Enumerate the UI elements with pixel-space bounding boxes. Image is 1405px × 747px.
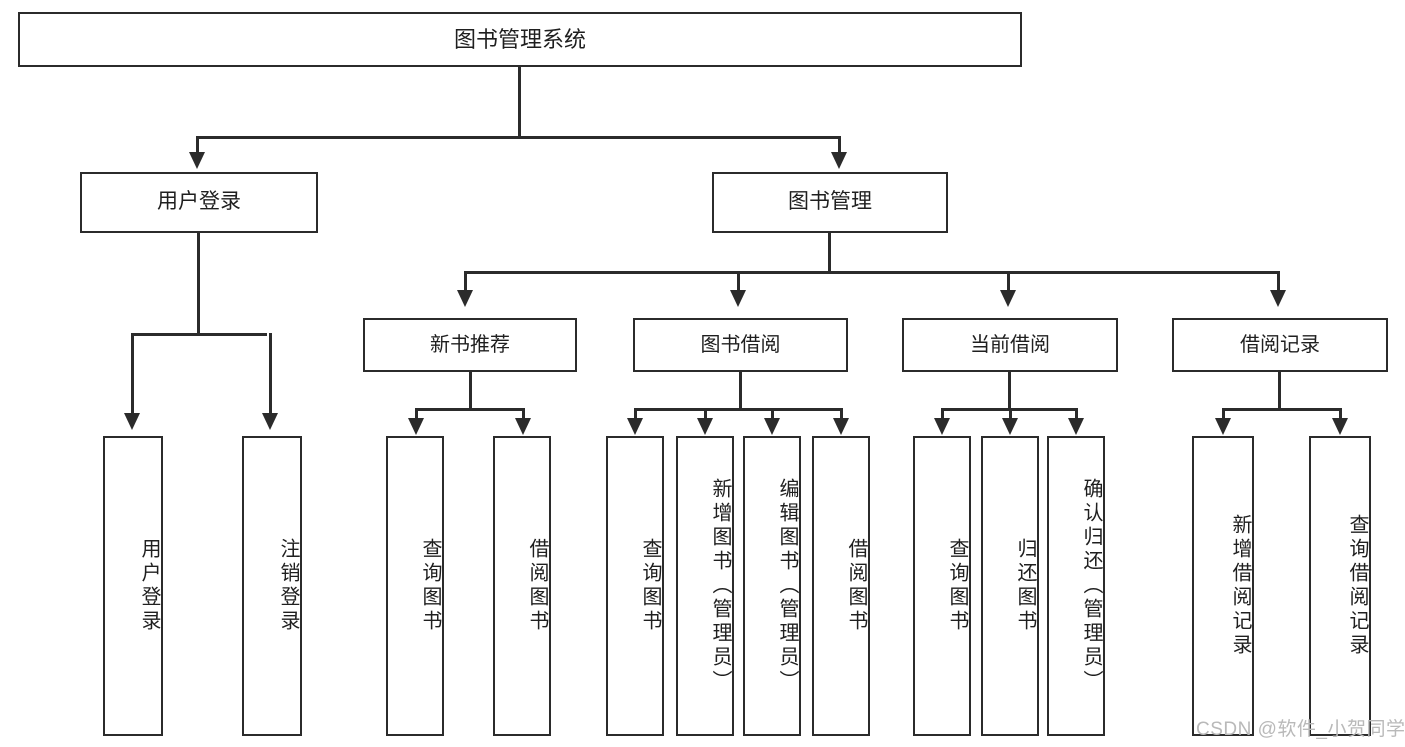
connector-bm-to-new-book-rec bbox=[464, 271, 467, 293]
connector-user-login-to-leaf1 bbox=[131, 333, 134, 415]
node-current-borrow-label: 当前借阅 bbox=[970, 333, 1050, 356]
connector-book-borrow-bar bbox=[634, 408, 843, 411]
arrowhead-user-login-to-leaf1 bbox=[124, 413, 140, 430]
node-root-label: 图书管理系统 bbox=[453, 26, 586, 52]
arrowhead-bm-to-borrow-record bbox=[1270, 290, 1286, 307]
node-leaf-borrow-book-2[interactable]: 借阅图书 bbox=[812, 436, 870, 736]
arrowhead-bm-to-current-borrow bbox=[1000, 290, 1016, 307]
node-leaf-query-book-2[interactable]: 查询图书 bbox=[606, 436, 664, 736]
node-leaf-user-login[interactable]: 用户登录 bbox=[103, 436, 163, 736]
node-leaf-logout-login-label: 注销登录 bbox=[277, 538, 299, 634]
node-leaf-query-book-1-label: 查询图书 bbox=[419, 538, 441, 634]
connector-new-book-rec-bar bbox=[415, 408, 525, 411]
connector-current-borrow-stem bbox=[1008, 372, 1011, 410]
connector-borrow-record-stem bbox=[1278, 372, 1281, 410]
node-new-book-rec-label: 新书推荐 bbox=[430, 333, 510, 356]
arrowhead-root-to-book-manage bbox=[831, 152, 847, 169]
connector-br-to-leaf2 bbox=[1339, 408, 1342, 420]
node-leaf-borrow-book-1[interactable]: 借阅图书 bbox=[493, 436, 551, 736]
connector-bm-to-book-borrow bbox=[737, 271, 740, 293]
node-leaf-query-book-1[interactable]: 查询图书 bbox=[386, 436, 444, 736]
connector-user-login-bar bbox=[131, 333, 267, 336]
arrowhead-bm-to-new-book-rec bbox=[457, 290, 473, 307]
node-leaf-query-book-3[interactable]: 查询图书 bbox=[913, 436, 971, 736]
node-leaf-query-borrow-record-label: 查询借阅记录 bbox=[1346, 514, 1368, 658]
node-leaf-add-borrow-record-label: 新增借阅记录 bbox=[1229, 514, 1251, 658]
arrowhead-bb-to-leaf1 bbox=[627, 418, 643, 435]
arrowhead-br-to-leaf2 bbox=[1332, 418, 1348, 435]
connector-root-stem bbox=[518, 67, 521, 138]
connector-new-book-rec-stem bbox=[469, 372, 472, 410]
node-borrow-record[interactable]: 借阅记录 bbox=[1172, 318, 1388, 372]
node-leaf-edit-book-admin[interactable]: 编辑图书（管理员） bbox=[743, 436, 801, 736]
node-book-manage-label: 图书管理 bbox=[788, 190, 872, 214]
node-leaf-edit-book-admin-label: 编辑图书（管理员） bbox=[776, 478, 798, 694]
connector-book-borrow-stem bbox=[739, 372, 742, 410]
node-book-borrow[interactable]: 图书借阅 bbox=[633, 318, 848, 372]
node-leaf-borrow-book-1-label: 借阅图书 bbox=[526, 538, 548, 634]
node-root[interactable]: 图书管理系统 bbox=[18, 12, 1022, 67]
connector-root-to-book-manage bbox=[838, 136, 841, 156]
node-book-borrow-label: 图书借阅 bbox=[700, 333, 781, 356]
connector-user-login-to-leaf2 bbox=[269, 333, 272, 415]
connector-book-manage-bar bbox=[464, 271, 1280, 274]
node-leaf-query-book-2-label: 查询图书 bbox=[639, 538, 661, 634]
node-leaf-add-book-admin-label: 新增图书（管理员） bbox=[709, 478, 731, 694]
connector-borrow-record-bar bbox=[1222, 408, 1342, 411]
connector-bm-to-current-borrow bbox=[1007, 271, 1010, 293]
arrowhead-cb-to-leaf2 bbox=[1002, 418, 1018, 435]
connector-user-login-stem bbox=[197, 233, 200, 335]
connector-cb-to-leaf3 bbox=[1075, 408, 1078, 420]
arrowhead-nbr-to-leaf2 bbox=[515, 418, 531, 435]
node-leaf-return-book[interactable]: 归还图书 bbox=[981, 436, 1039, 736]
connector-bm-to-borrow-record bbox=[1277, 271, 1280, 293]
node-user-login-label: 用户登录 bbox=[157, 190, 241, 214]
connector-root-to-user-login bbox=[196, 136, 199, 156]
arrowhead-root-to-user-login bbox=[189, 152, 205, 169]
connector-cb-to-leaf1 bbox=[941, 408, 944, 420]
node-leaf-add-borrow-record[interactable]: 新增借阅记录 bbox=[1192, 436, 1254, 736]
arrowhead-bb-to-leaf4 bbox=[833, 418, 849, 435]
node-leaf-add-book-admin[interactable]: 新增图书（管理员） bbox=[676, 436, 734, 736]
node-leaf-borrow-book-2-label: 借阅图书 bbox=[845, 538, 867, 634]
connector-bb-to-leaf2 bbox=[704, 408, 707, 420]
connector-br-to-leaf1 bbox=[1222, 408, 1225, 420]
node-borrow-record-label: 借阅记录 bbox=[1240, 333, 1320, 356]
connector-book-manage-stem bbox=[828, 233, 831, 273]
node-current-borrow[interactable]: 当前借阅 bbox=[902, 318, 1118, 372]
arrowhead-user-login-to-leaf2 bbox=[262, 413, 278, 430]
arrowhead-bb-to-leaf2 bbox=[697, 418, 713, 435]
connector-bb-to-leaf3 bbox=[771, 408, 774, 420]
connector-bb-to-leaf1 bbox=[634, 408, 637, 420]
arrowhead-bm-to-book-borrow bbox=[730, 290, 746, 307]
node-book-manage[interactable]: 图书管理 bbox=[712, 172, 948, 233]
connector-bb-to-leaf4 bbox=[840, 408, 843, 420]
node-leaf-query-borrow-record[interactable]: 查询借阅记录 bbox=[1309, 436, 1371, 736]
node-new-book-rec[interactable]: 新书推荐 bbox=[363, 318, 577, 372]
connector-nbr-to-leaf1 bbox=[415, 408, 418, 420]
connector-root-bar bbox=[196, 136, 841, 139]
node-leaf-query-book-3-label: 查询图书 bbox=[946, 538, 968, 634]
node-leaf-logout-login[interactable]: 注销登录 bbox=[242, 436, 302, 736]
connector-nbr-to-leaf2 bbox=[522, 408, 525, 420]
node-leaf-confirm-return-admin[interactable]: 确认归还（管理员） bbox=[1047, 436, 1105, 736]
arrowhead-cb-to-leaf1 bbox=[934, 418, 950, 435]
node-user-login[interactable]: 用户登录 bbox=[80, 172, 318, 233]
node-leaf-return-book-label: 归还图书 bbox=[1014, 538, 1036, 634]
arrowhead-br-to-leaf1 bbox=[1215, 418, 1231, 435]
arrowhead-bb-to-leaf3 bbox=[764, 418, 780, 435]
node-leaf-user-login-label: 用户登录 bbox=[138, 538, 160, 634]
arrowhead-cb-to-leaf3 bbox=[1068, 418, 1084, 435]
connector-cb-to-leaf2 bbox=[1009, 408, 1012, 420]
arrowhead-nbr-to-leaf1 bbox=[408, 418, 424, 435]
node-leaf-confirm-return-admin-label: 确认归还（管理员） bbox=[1080, 478, 1102, 694]
